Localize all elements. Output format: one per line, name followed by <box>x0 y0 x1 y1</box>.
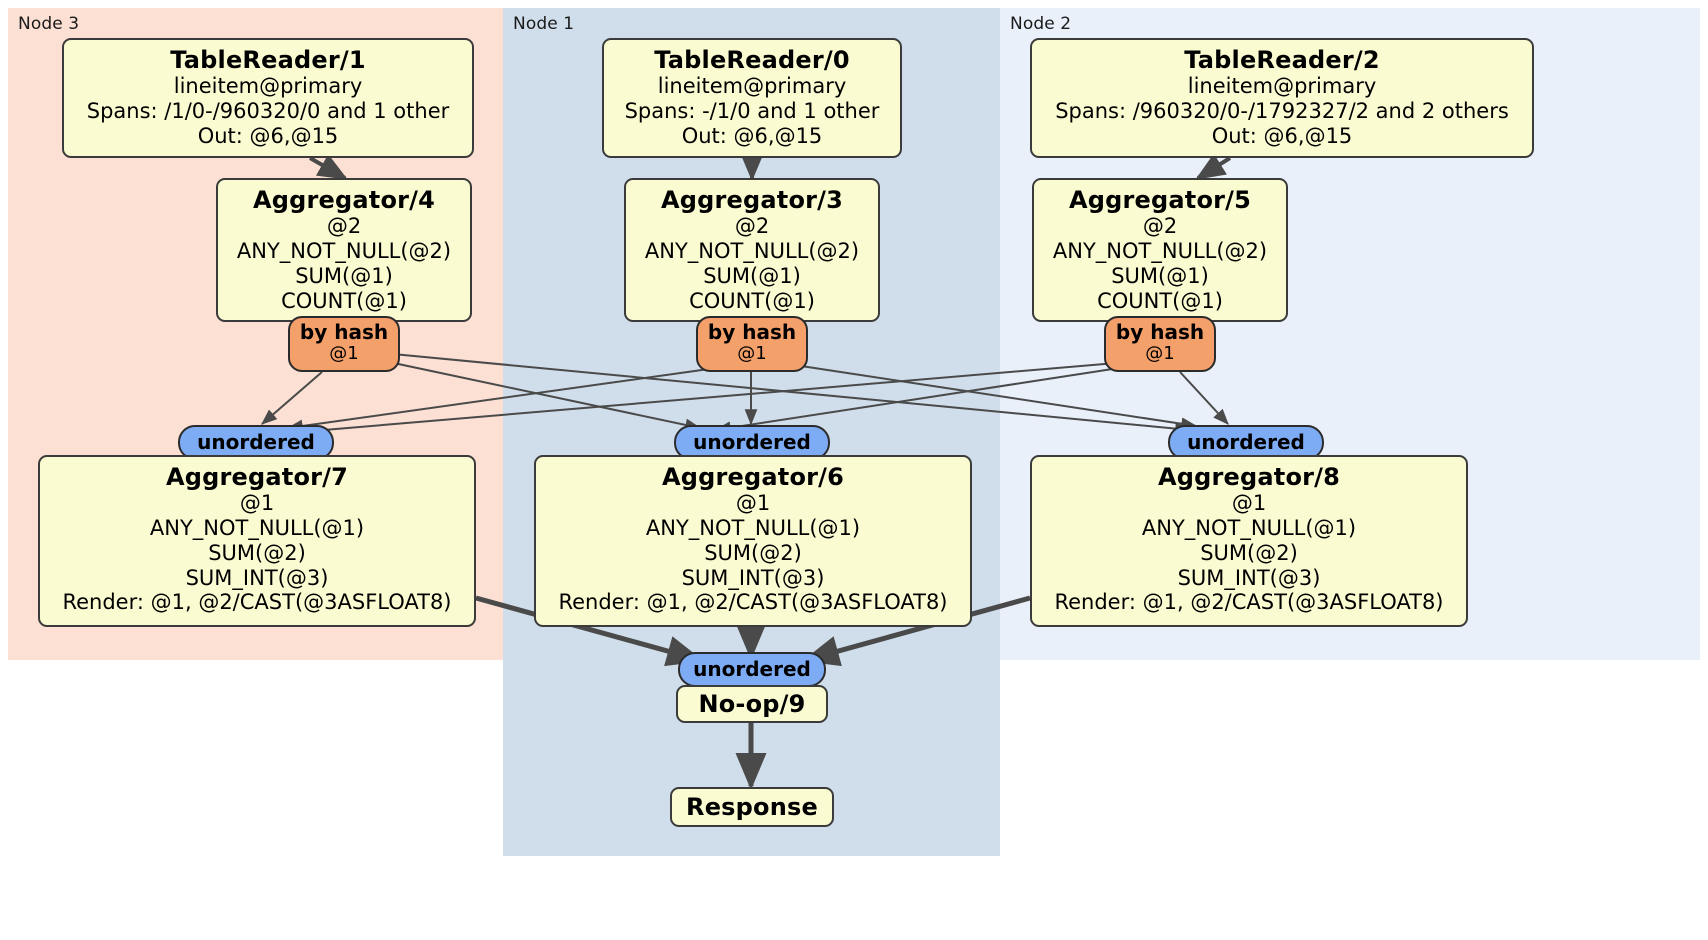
synchronizer-label: unordered <box>693 656 811 681</box>
processor-detail: SUM(@1) <box>1111 263 1209 288</box>
processor-detail: SUM(@1) <box>295 263 393 288</box>
processor-title: TableReader/1 <box>170 46 366 74</box>
processor-detail: Out: @6,@15 <box>681 123 823 148</box>
hash-router-label: by hash <box>707 320 797 344</box>
processor-detail: @2 <box>734 214 770 239</box>
processor-detail: @1 <box>735 491 771 516</box>
hash-router-column: @1 <box>737 342 767 364</box>
processor-detail: SUM_INT(@3) <box>1177 565 1321 590</box>
synchronizer-label: unordered <box>197 429 315 454</box>
processor-detail: @1 <box>1231 491 1267 516</box>
synchronizer-aggregator-7[interactable]: unordered <box>178 425 334 460</box>
processor-detail: ANY_NOT_NULL(@1) <box>1141 516 1357 541</box>
processor-box-aggregator-3[interactable]: Aggregator/3 @2 ANY_NOT_NULL(@2) SUM(@1)… <box>624 178 880 322</box>
processor-box-tablereader-1[interactable]: TableReader/1 lineitem@primary Spans: /1… <box>62 38 474 158</box>
synchronizer-label: unordered <box>693 429 811 454</box>
processor-title: Response <box>686 792 818 821</box>
processor-detail: ANY_NOT_NULL(@1) <box>149 516 365 541</box>
processor-title: Aggregator/7 <box>165 463 349 491</box>
processor-detail: SUM(@2) <box>208 540 306 565</box>
processor-detail: ANY_NOT_NULL(@1) <box>645 516 861 541</box>
hash-router-aggregator-3[interactable]: by hash @1 <box>696 316 808 372</box>
synchronizer-noop-9[interactable]: unordered <box>678 652 826 687</box>
processor-detail: COUNT(@1) <box>1097 288 1223 313</box>
synchronizer-label: unordered <box>1187 429 1305 454</box>
hash-router-aggregator-5[interactable]: by hash @1 <box>1104 316 1216 372</box>
processor-box-aggregator-4[interactable]: Aggregator/4 @2 ANY_NOT_NULL(@2) SUM(@1)… <box>216 178 472 322</box>
processor-detail: Spans: /960320/0-/1792327/2 and 2 others <box>1055 99 1509 124</box>
processor-detail: @2 <box>326 214 362 239</box>
processor-detail: SUM(@2) <box>704 540 802 565</box>
processor-detail: Out: @6,@15 <box>197 123 339 148</box>
processor-box-aggregator-6[interactable]: Aggregator/6 @1 ANY_NOT_NULL(@1) SUM(@2)… <box>534 455 972 627</box>
processor-box-response[interactable]: Response <box>670 787 834 827</box>
processor-title: No-op/9 <box>698 689 806 718</box>
hash-router-label: by hash <box>299 320 389 344</box>
processor-render: Render: @1, @2/CAST(@3ASFLOAT8) <box>558 590 948 615</box>
processor-title: Aggregator/4 <box>252 186 436 214</box>
processor-render: Render: @1, @2/CAST(@3ASFLOAT8) <box>1054 590 1444 615</box>
hash-router-column: @1 <box>1145 342 1175 364</box>
processor-detail: lineitem@primary <box>1187 74 1377 99</box>
hash-router-column: @1 <box>329 342 359 364</box>
processor-detail: ANY_NOT_NULL(@2) <box>1052 239 1268 264</box>
processor-detail: COUNT(@1) <box>689 288 815 313</box>
processor-detail: lineitem@primary <box>173 74 363 99</box>
processor-title: TableReader/2 <box>1184 46 1380 74</box>
processor-detail: SUM(@1) <box>703 263 801 288</box>
hash-router-label: by hash <box>1115 320 1205 344</box>
processor-title: Aggregator/5 <box>1068 186 1252 214</box>
processor-detail: SUM_INT(@3) <box>185 565 329 590</box>
processor-detail: ANY_NOT_NULL(@2) <box>644 239 860 264</box>
node-panel-label: Node 3 <box>18 14 80 34</box>
processor-box-aggregator-7[interactable]: Aggregator/7 @1 ANY_NOT_NULL(@1) SUM(@2)… <box>38 455 476 627</box>
processor-detail: SUM(@2) <box>1200 540 1298 565</box>
processor-box-aggregator-8[interactable]: Aggregator/8 @1 ANY_NOT_NULL(@1) SUM(@2)… <box>1030 455 1468 627</box>
processor-detail: @1 <box>239 491 275 516</box>
node-panel-label: Node 2 <box>1010 14 1072 34</box>
processor-title: Aggregator/6 <box>661 463 845 491</box>
processor-title: Aggregator/8 <box>1157 463 1341 491</box>
processor-title: Aggregator/3 <box>660 186 844 214</box>
processor-box-tablereader-0[interactable]: TableReader/0 lineitem@primary Spans: -/… <box>602 38 902 158</box>
processor-detail: Spans: /1/0-/960320/0 and 1 other <box>86 99 450 124</box>
processor-box-noop-9[interactable]: No-op/9 <box>676 685 828 723</box>
synchronizer-aggregator-6[interactable]: unordered <box>674 425 830 460</box>
processor-detail: SUM_INT(@3) <box>681 565 825 590</box>
hash-router-aggregator-4[interactable]: by hash @1 <box>288 316 400 372</box>
processor-detail: lineitem@primary <box>657 74 847 99</box>
processor-render: Render: @1, @2/CAST(@3ASFLOAT8) <box>62 590 452 615</box>
node-panel-label: Node 1 <box>513 14 575 34</box>
processor-detail: Spans: -/1/0 and 1 other <box>624 99 880 124</box>
processor-detail: @2 <box>1142 214 1178 239</box>
processor-box-tablereader-2[interactable]: TableReader/2 lineitem@primary Spans: /9… <box>1030 38 1534 158</box>
processor-detail: Out: @6,@15 <box>1211 123 1353 148</box>
processor-title: TableReader/0 <box>654 46 850 74</box>
processor-detail: ANY_NOT_NULL(@2) <box>236 239 452 264</box>
processor-box-aggregator-5[interactable]: Aggregator/5 @2 ANY_NOT_NULL(@2) SUM(@1)… <box>1032 178 1288 322</box>
processor-detail: COUNT(@1) <box>281 288 407 313</box>
